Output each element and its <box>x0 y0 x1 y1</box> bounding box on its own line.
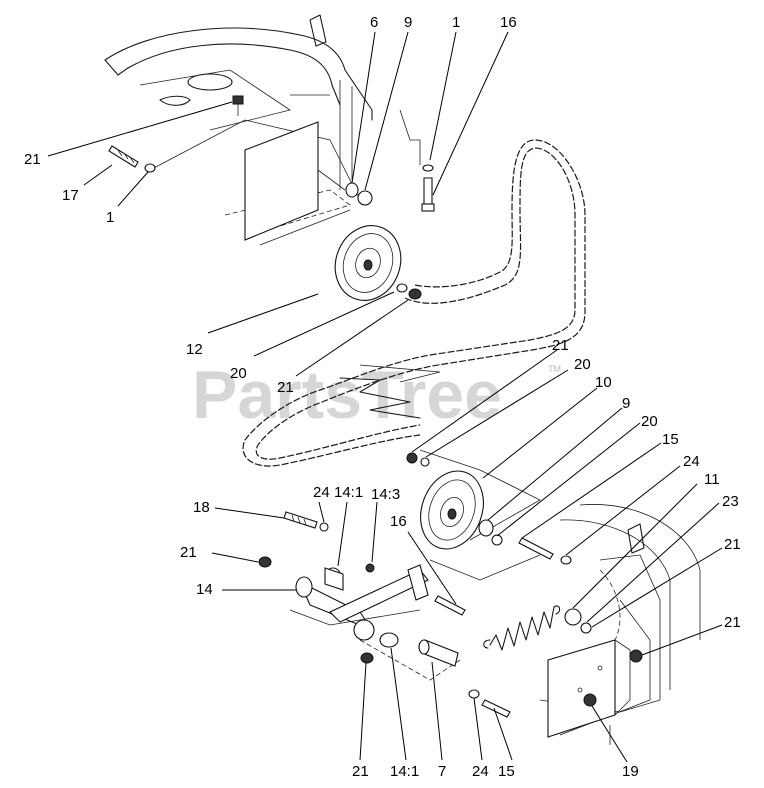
callout-20: 20 <box>641 413 658 430</box>
callout-15: 15 <box>662 431 679 448</box>
callout-21: 21 <box>24 151 41 168</box>
washer-1-right <box>422 164 434 172</box>
callout-23: 23 <box>722 493 739 510</box>
spring-11 <box>483 605 561 651</box>
upper-hardware <box>108 95 435 212</box>
leader-lines <box>47 31 723 763</box>
drive-belt <box>242 139 586 467</box>
callout-24: 24 <box>683 453 700 470</box>
callout-14: 14 <box>196 581 213 598</box>
callout-9: 9 <box>404 14 412 31</box>
callout-16: 16 <box>500 14 517 31</box>
callout-21: 21 <box>277 379 294 396</box>
bolt-17 <box>108 145 139 168</box>
callout-24: 24 <box>313 484 330 501</box>
callout-20: 20 <box>230 365 247 382</box>
idler-pulley-12 <box>334 225 422 301</box>
washer-1-left <box>144 163 156 173</box>
upper-frame <box>104 14 421 246</box>
callout-16: 16 <box>390 513 407 530</box>
idler-arm-14 <box>289 563 461 681</box>
callout-21: 21 <box>180 544 197 561</box>
callout-21: 21 <box>724 536 741 553</box>
bolt-18 <box>283 511 318 529</box>
watermark: PartsTree TM <box>192 357 561 433</box>
idler-pulley-10 <box>419 449 541 581</box>
callout-21: 21 <box>352 763 369 780</box>
watermark-text: PartsTree <box>192 357 502 433</box>
lower-frame <box>539 504 701 745</box>
callout-17: 17 <box>62 187 79 204</box>
callout-7: 7 <box>438 763 446 780</box>
callout-20: 20 <box>574 356 591 373</box>
upper-mounting-plate <box>244 121 346 241</box>
callout-12: 12 <box>186 341 203 358</box>
washer-24-left <box>319 522 329 532</box>
lower-pulley-hardware <box>406 452 572 565</box>
callout-15: 15 <box>498 763 515 780</box>
callout-14-1: 14:1 <box>390 763 419 780</box>
bolt-15-upper <box>518 537 554 560</box>
bushing-14-1 <box>379 632 399 648</box>
arm-hardware <box>258 511 466 667</box>
callout-11: 11 <box>704 471 720 488</box>
nut-21-left <box>258 556 272 568</box>
bolt-16-top <box>421 177 435 212</box>
nut-21-bottom <box>360 652 374 664</box>
callout-6: 6 <box>370 14 378 31</box>
callout-10: 10 <box>595 374 612 391</box>
watermark-tm: TM <box>548 364 561 374</box>
bolt-16-lower <box>434 595 466 616</box>
callout-9: 9 <box>622 395 630 412</box>
callout-1: 1 <box>106 209 114 226</box>
callout-21: 21 <box>724 614 741 631</box>
spacer-7 <box>418 639 459 667</box>
callout-24: 24 <box>472 763 489 780</box>
callout-1: 1 <box>452 14 460 31</box>
bolt-15-bottom <box>481 699 511 718</box>
nut-21-top <box>232 95 244 116</box>
bracket-19 <box>547 608 643 738</box>
callout-19: 19 <box>622 763 639 780</box>
callout-14-3: 14:3 <box>371 486 400 503</box>
callout-21: 21 <box>552 337 569 354</box>
callout-labels: 6 9 1 16 21 17 1 12 20 21 21 20 10 9 20 … <box>24 14 741 780</box>
callout-14-1: 14:1 <box>334 484 363 501</box>
nut-9-top <box>357 190 373 206</box>
washer-24-bottom <box>468 689 480 699</box>
spacer-6 <box>345 182 359 198</box>
callout-18: 18 <box>193 499 210 516</box>
